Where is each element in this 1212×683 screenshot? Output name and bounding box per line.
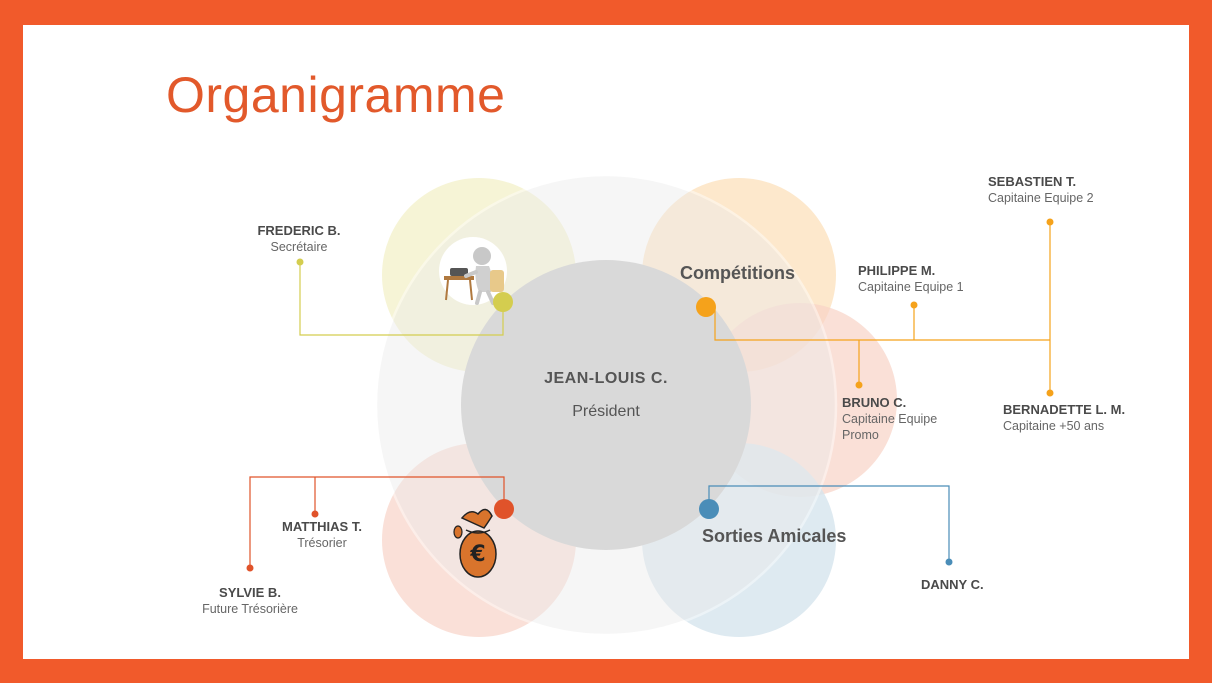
danny-name: DANNY C. bbox=[921, 577, 984, 592]
danny-dot bbox=[945, 558, 953, 566]
president-block: JEAN-LOUIS C. Président bbox=[506, 370, 706, 421]
matthias-label: MATTHIAS T. Trésorier bbox=[266, 519, 378, 551]
bruno-dot bbox=[855, 381, 863, 389]
treasury-connector bbox=[249, 476, 505, 568]
secretary-node bbox=[493, 292, 513, 312]
philippe-name: PHILIPPE M. bbox=[858, 263, 936, 278]
bruno-role-line2: Promo bbox=[842, 428, 879, 442]
page-title: Organigramme bbox=[166, 67, 506, 123]
frederic-name: FREDERIC B. bbox=[257, 223, 341, 238]
sylvie-name: SYLVIE B. bbox=[219, 585, 281, 600]
treasury-node bbox=[494, 499, 514, 519]
bernadette-label: BERNADETTE L. M. Capitaine +50 ans bbox=[1003, 402, 1125, 434]
philippe-dot bbox=[910, 301, 918, 309]
bernadette-dot bbox=[1046, 389, 1054, 397]
bruno-name: BRUNO C. bbox=[842, 395, 907, 410]
competitions-node bbox=[696, 297, 716, 317]
sylvie-role: Future Trésorière bbox=[202, 602, 298, 616]
person-at-desk-icon bbox=[439, 237, 507, 305]
matthias-role: Trésorier bbox=[297, 536, 347, 550]
competitions-connector bbox=[714, 307, 1050, 341]
euro-money-bag-icon: € bbox=[453, 508, 497, 578]
secretary-connector bbox=[299, 262, 504, 336]
sylvie-dot bbox=[246, 564, 254, 572]
frederic-dot bbox=[296, 258, 304, 266]
frederic-label: FREDERIC B. Secrétaire bbox=[240, 223, 358, 255]
matthias-name: MATTHIAS T. bbox=[282, 519, 362, 534]
president-name: JEAN-LOUIS C. bbox=[544, 370, 668, 387]
bernadette-name: BERNADETTE L. M. bbox=[1003, 402, 1126, 417]
sylvie-label: SYLVIE B. Future Trésorière bbox=[190, 585, 310, 617]
sorties-connector bbox=[708, 485, 950, 562]
competitions-label: Compétitions bbox=[680, 263, 795, 283]
sorties-label: Sorties Amicales bbox=[702, 526, 847, 546]
svg-text:€: € bbox=[469, 542, 485, 567]
sebastien-name: SEBASTIEN T. bbox=[988, 174, 1077, 189]
frederic-role: Secrétaire bbox=[270, 240, 328, 254]
sebastien-dot bbox=[1046, 218, 1054, 226]
bernadette-role: Capitaine +50 ans bbox=[1003, 419, 1105, 433]
bruno-role: Capitaine Equipe bbox=[842, 412, 938, 426]
matthias-dot bbox=[311, 510, 319, 518]
sebastien-label: SEBASTIEN T. Capitaine Equipe 2 bbox=[988, 174, 1094, 206]
sebastien-role: Capitaine Equipe 2 bbox=[988, 191, 1094, 205]
philippe-label: PHILIPPE M. Capitaine Equipe 1 bbox=[858, 263, 964, 295]
danny-label: DANNY C. bbox=[921, 577, 984, 593]
center-circle bbox=[461, 260, 751, 550]
president-role: Président bbox=[572, 403, 640, 420]
bruno-label: BRUNO C. Capitaine Equipe Promo bbox=[842, 395, 937, 443]
philippe-role: Capitaine Equipe 1 bbox=[858, 280, 964, 294]
sorties-node bbox=[699, 499, 719, 519]
